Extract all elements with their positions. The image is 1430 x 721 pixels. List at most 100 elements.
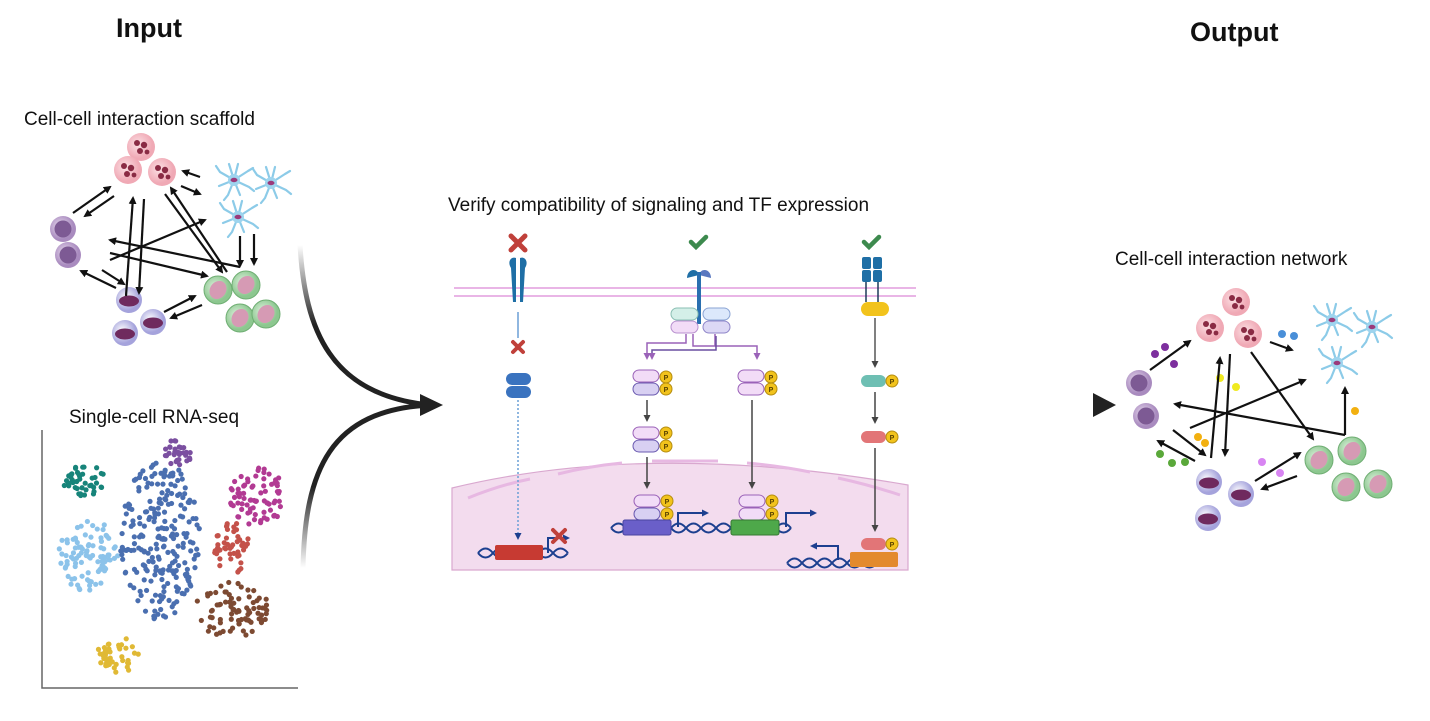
umap-point-light-blue — [98, 580, 104, 586]
umap-point-blue — [156, 500, 162, 506]
umap-point-blue — [196, 526, 202, 532]
neutrophil-cell — [1196, 314, 1224, 342]
umap-point-light-blue — [101, 522, 107, 528]
umap-point-magenta — [261, 509, 267, 515]
umap-point-light-blue — [82, 532, 88, 538]
umap-point-brown — [194, 598, 200, 604]
umap-point-brown — [249, 628, 255, 634]
dendritic-cell — [1352, 309, 1394, 349]
umap-point-blue — [182, 485, 188, 491]
umap-point-brown — [231, 606, 237, 613]
network-arrows — [1149, 339, 1349, 491]
umap-point-yellow — [120, 657, 126, 664]
umap-point-brown — [213, 631, 220, 637]
dendritic-cell — [1317, 345, 1359, 385]
umap-point-magenta — [252, 511, 258, 518]
stat-dimer — [633, 494, 674, 521]
nuclear-envelope — [467, 459, 901, 500]
output-heading: Output — [1190, 17, 1279, 47]
umap-point-magenta — [235, 500, 241, 506]
green-cell — [1304, 445, 1334, 475]
umap-point-blue — [155, 554, 162, 560]
umap-point-blue — [178, 471, 184, 477]
umap-point-light-blue — [88, 534, 94, 540]
umap-point-teal — [79, 485, 85, 491]
neutrophil-cell — [1234, 320, 1262, 348]
umap-point-blue — [144, 509, 150, 515]
umap-point-red — [224, 521, 230, 527]
umap-point-blue — [130, 518, 136, 524]
umap-point-blue — [155, 534, 161, 541]
umap-point-magenta — [276, 475, 282, 481]
umap-point-blue — [159, 576, 165, 583]
umap-point-brown — [231, 600, 237, 606]
umap-point-teal — [74, 469, 81, 476]
gene-orange — [850, 552, 898, 567]
umap-point-blue — [122, 570, 128, 576]
umap-point-blue — [170, 548, 176, 555]
umap-point-blue — [149, 598, 155, 604]
umap-point-red — [217, 563, 223, 569]
umap-point-brown — [222, 599, 229, 605]
umap-point-purple — [167, 444, 173, 450]
umap-point-blue — [174, 599, 180, 605]
umap-point-blue — [119, 530, 125, 537]
umap-point-magenta — [242, 482, 248, 488]
umap-point-light-blue — [100, 526, 106, 533]
umap-point-magenta — [235, 486, 241, 492]
umap-point-blue — [160, 594, 166, 600]
umap-point-blue — [184, 566, 190, 572]
green-cell — [1337, 436, 1367, 466]
umap-point-red — [235, 553, 241, 559]
umap-point-light-blue — [59, 551, 65, 557]
umap-point-blue — [169, 473, 176, 479]
umap-point-yellow — [113, 669, 119, 675]
umap-point-teal — [77, 476, 83, 482]
umap-point-brown — [217, 620, 223, 626]
umap-point-blue — [148, 505, 154, 511]
umap-point-blue — [161, 525, 167, 532]
umap-point-red — [233, 521, 240, 527]
umap-point-purple — [171, 452, 177, 458]
umap-point-blue — [123, 511, 129, 517]
scaffold-arrows — [72, 169, 258, 320]
umap-point-blue — [138, 547, 145, 553]
umap-point-blue — [128, 523, 134, 529]
umap-point-magenta — [231, 494, 238, 500]
umap-point-teal — [80, 464, 86, 470]
umap-point-brown — [211, 625, 217, 631]
umap-point-magenta — [239, 506, 245, 512]
umap-point-red — [244, 541, 251, 547]
check-icon — [861, 234, 882, 251]
umap-point-blue — [175, 543, 181, 549]
umap-point-blue — [158, 470, 164, 476]
umap-point-blue — [161, 509, 168, 515]
umap-point-blue — [157, 568, 163, 574]
umap-point-blue — [176, 467, 182, 473]
umap-point-blue — [131, 534, 137, 540]
umap-point-blue — [121, 520, 127, 526]
umap-point-blue — [169, 531, 176, 537]
umap-point-blue — [155, 505, 161, 511]
umap-point-red — [217, 547, 223, 553]
umap-point-blue — [149, 481, 155, 487]
umap-point-brown — [248, 619, 254, 625]
umap-point-red — [221, 540, 227, 546]
umap-point-blue — [180, 540, 186, 547]
umap-point-magenta — [244, 502, 250, 508]
umap-point-blue — [155, 511, 161, 517]
umap-point-blue — [146, 516, 152, 522]
umap-point-magenta — [238, 473, 244, 480]
stat-dimer — [632, 369, 673, 396]
umap-point-blue — [186, 499, 192, 506]
green-cell — [203, 275, 233, 305]
umap-point-blue — [162, 536, 168, 542]
umap-point-purple — [173, 438, 179, 444]
umap-point-light-blue — [95, 559, 101, 565]
umap-point-yellow — [106, 661, 112, 667]
umap-point-teal — [72, 464, 79, 470]
umap-point-magenta — [274, 483, 280, 489]
umap-point-red — [222, 546, 229, 552]
umap-point-purple — [168, 438, 174, 444]
